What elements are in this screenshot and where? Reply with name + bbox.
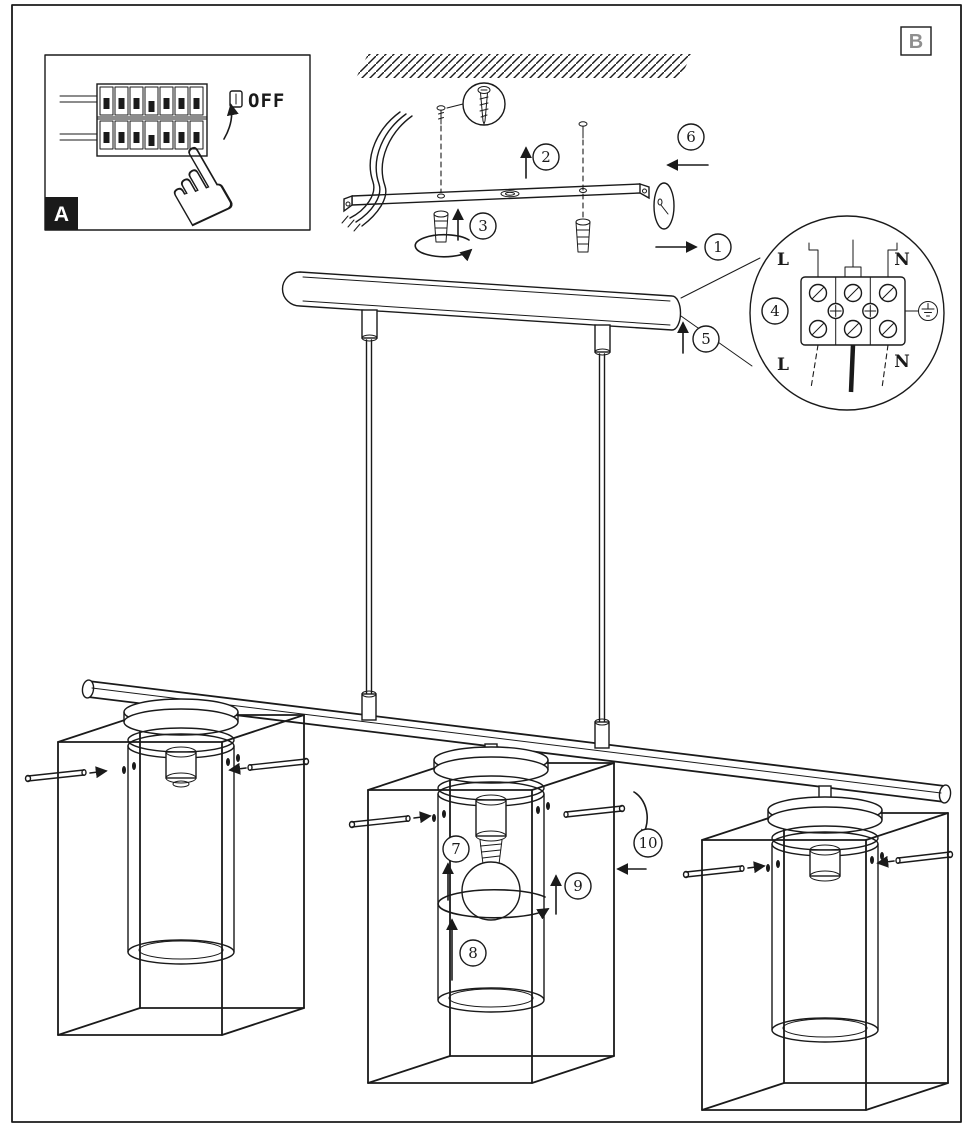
cage-left-glass bbox=[127, 727, 235, 965]
cage-middle-socket bbox=[475, 794, 507, 842]
inset-power-off: ☝ OFF A bbox=[44, 54, 311, 254]
inset-a-badge: A bbox=[45, 197, 78, 230]
step-badge-9: 9 bbox=[564, 872, 592, 900]
off-label: OFF bbox=[248, 90, 285, 112]
cage-left-pin-left bbox=[24, 769, 87, 783]
arrow-pin-right-cage-left bbox=[747, 861, 766, 874]
arrow-pin-right-cage-right bbox=[876, 855, 895, 868]
canopy bbox=[281, 271, 682, 356]
circuit-breaker-panel bbox=[96, 83, 208, 157]
terminal-label-l-top: L bbox=[777, 250, 789, 270]
screw-small bbox=[436, 105, 446, 125]
page-b-label: B bbox=[909, 31, 923, 53]
arrow-pin-middle-cage-left bbox=[413, 811, 432, 824]
ceiling-bracket bbox=[343, 183, 650, 213]
bulb-turn-arrow bbox=[437, 888, 550, 920]
step-badge-6: 6 bbox=[677, 123, 705, 151]
off-switch: OFF bbox=[229, 90, 285, 112]
cage-right-socket bbox=[809, 844, 841, 882]
step-1-number: 1 bbox=[713, 238, 723, 256]
inset-frame bbox=[44, 54, 311, 231]
step-badge-1: 1 bbox=[704, 233, 732, 261]
inset-a-label: A bbox=[54, 203, 69, 226]
breaker-rail-lines bbox=[59, 95, 98, 141]
mains-wires bbox=[341, 111, 413, 232]
cage-middle-pin-right bbox=[563, 804, 626, 819]
cage-middle bbox=[348, 743, 651, 1084]
step-badge-4: 4 bbox=[761, 297, 789, 325]
screw-magnifier bbox=[462, 82, 506, 126]
mounting-bracket-assembly bbox=[341, 82, 675, 262]
suspension-rod-left bbox=[361, 339, 377, 721]
wall-anchor-left bbox=[433, 210, 449, 243]
step-3-number: 3 bbox=[478, 217, 488, 235]
terminal-wires-top bbox=[808, 239, 898, 278]
page-b-badge: B bbox=[900, 26, 932, 56]
step-9-number: 9 bbox=[573, 877, 583, 895]
arrow-pin-left-cage-right bbox=[228, 762, 247, 775]
cage-right-pin-holes bbox=[766, 852, 884, 872]
screw-small-2 bbox=[578, 121, 588, 139]
wall-anchor-right bbox=[575, 218, 591, 253]
wire-bottom-left bbox=[810, 344, 819, 389]
end-cap-side-view bbox=[653, 182, 675, 230]
cage-middle-glass bbox=[437, 775, 545, 1013]
pointing-hand-icon: ☝ bbox=[141, 122, 252, 254]
anchor-turn-arrow bbox=[414, 233, 473, 262]
terminal-detail: L N L N bbox=[749, 215, 945, 411]
lamp-bar bbox=[81, 679, 952, 804]
step-10-number: 10 bbox=[638, 834, 657, 852]
clamp-phillips-screws bbox=[827, 302, 879, 320]
step-5-number: 5 bbox=[701, 330, 711, 348]
light-bulb bbox=[461, 839, 521, 921]
step-8-number: 8 bbox=[468, 944, 478, 962]
step-badge-8: 8 bbox=[459, 939, 487, 967]
wire-bottom-mid bbox=[848, 344, 856, 393]
cage-middle-mount-plate bbox=[433, 746, 549, 784]
step-badge-2: 2 bbox=[532, 143, 560, 171]
step-badge-5: 5 bbox=[692, 325, 720, 353]
suspension-rod-right bbox=[594, 353, 610, 749]
wire-bottom-right bbox=[881, 344, 889, 389]
cage-left-frame bbox=[57, 714, 305, 1036]
ceiling-hatch bbox=[356, 54, 692, 78]
cage-left-mount-plate bbox=[123, 698, 239, 736]
breaker-toggles bbox=[103, 98, 200, 146]
step-6-number: 6 bbox=[686, 128, 696, 146]
terminal-label-n-top: N bbox=[894, 250, 910, 270]
cage-left-pin-holes bbox=[122, 754, 240, 774]
step-4-number: 4 bbox=[770, 302, 780, 320]
cage-right bbox=[682, 785, 954, 1111]
page-border bbox=[11, 4, 962, 1123]
cage-middle-pin-holes bbox=[432, 802, 550, 822]
step-badge-10: 10 bbox=[633, 828, 663, 858]
detail-leader-top bbox=[680, 257, 761, 299]
flick-arrow bbox=[223, 103, 239, 140]
step-7-number: 7 bbox=[451, 840, 461, 858]
step-badges: 1 2 3 4 5 6 7 8 9 10 bbox=[442, 123, 789, 967]
cage-left bbox=[24, 698, 310, 1036]
step-badge-3: 3 bbox=[469, 212, 497, 240]
terminal-label-l-bottom: L bbox=[777, 355, 789, 375]
cage-middle-pin-left bbox=[348, 815, 411, 829]
stem-left bbox=[361, 309, 378, 339]
step-badge-7: 7 bbox=[442, 835, 470, 863]
cage-right-pin-left bbox=[682, 865, 745, 879]
stem-right bbox=[594, 324, 611, 353]
cage-left-pin-right bbox=[247, 757, 310, 772]
ground-symbol bbox=[904, 301, 938, 321]
terminal-label-n-bottom: N bbox=[894, 352, 910, 372]
cage-left-socket bbox=[165, 746, 197, 788]
magnifier-leader bbox=[446, 103, 464, 109]
cage-right-mount-plate bbox=[767, 796, 883, 834]
arrow-pin-left-cage-left bbox=[89, 766, 108, 779]
cage-right-pin-right bbox=[895, 850, 954, 865]
action-arrows bbox=[89, 146, 895, 981]
step-2-number: 2 bbox=[541, 148, 551, 166]
